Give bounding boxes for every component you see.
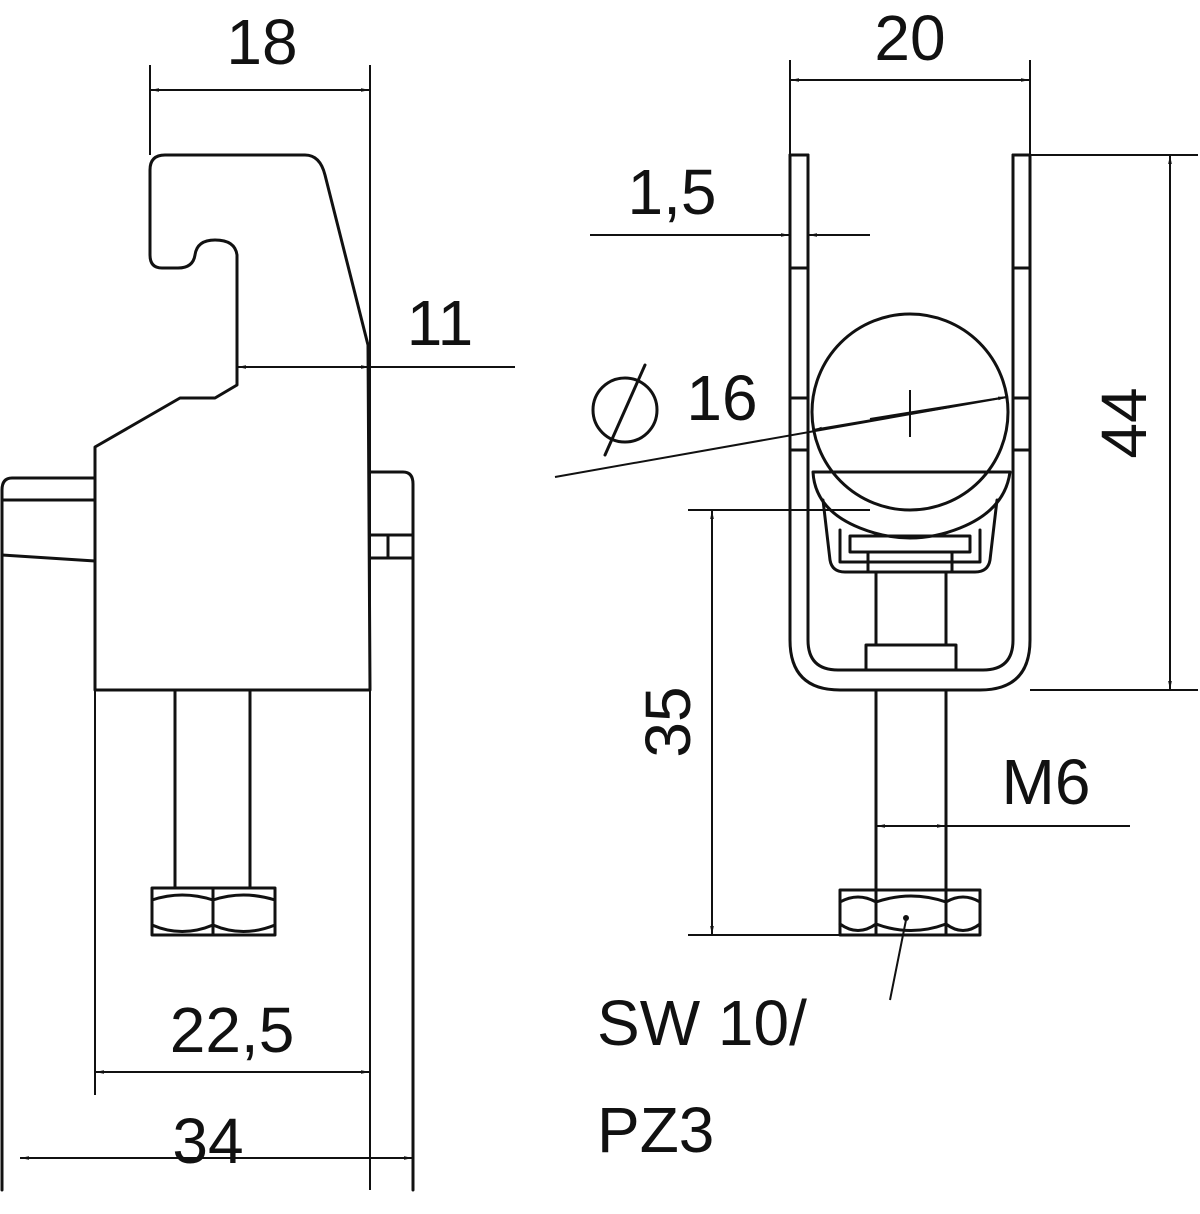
left-tab [0,476,97,1192]
front-view: 20 1,5 16 44 35 M6 SW 10/ PZ3 [554,2,1198,1166]
dim-1-5: 1,5 [628,156,717,228]
side-view: 18 11 22,5 34 [0,6,515,1192]
clamp-body-outline [93,153,372,692]
dim-44: 44 [1088,387,1160,458]
dim-34: 34 [172,1105,243,1177]
right-tab [368,470,415,1192]
dim-18: 18 [226,6,297,78]
dim-m6: M6 [1002,746,1091,818]
diameter-symbol-icon [591,363,659,457]
dim-20: 20 [874,2,945,74]
dim-11: 11 [407,287,473,359]
channel-outer [788,153,1032,692]
dim-16: 16 [686,362,757,434]
cable-circle [810,312,1010,512]
drive-size-line2: PZ3 [597,1094,714,1166]
dim-22-5: 22,5 [170,994,295,1066]
drive-size-line1: SW 10/ [597,987,807,1059]
dim-35: 35 [632,686,704,757]
hex-nut [150,886,277,937]
hex-nut [838,888,982,937]
